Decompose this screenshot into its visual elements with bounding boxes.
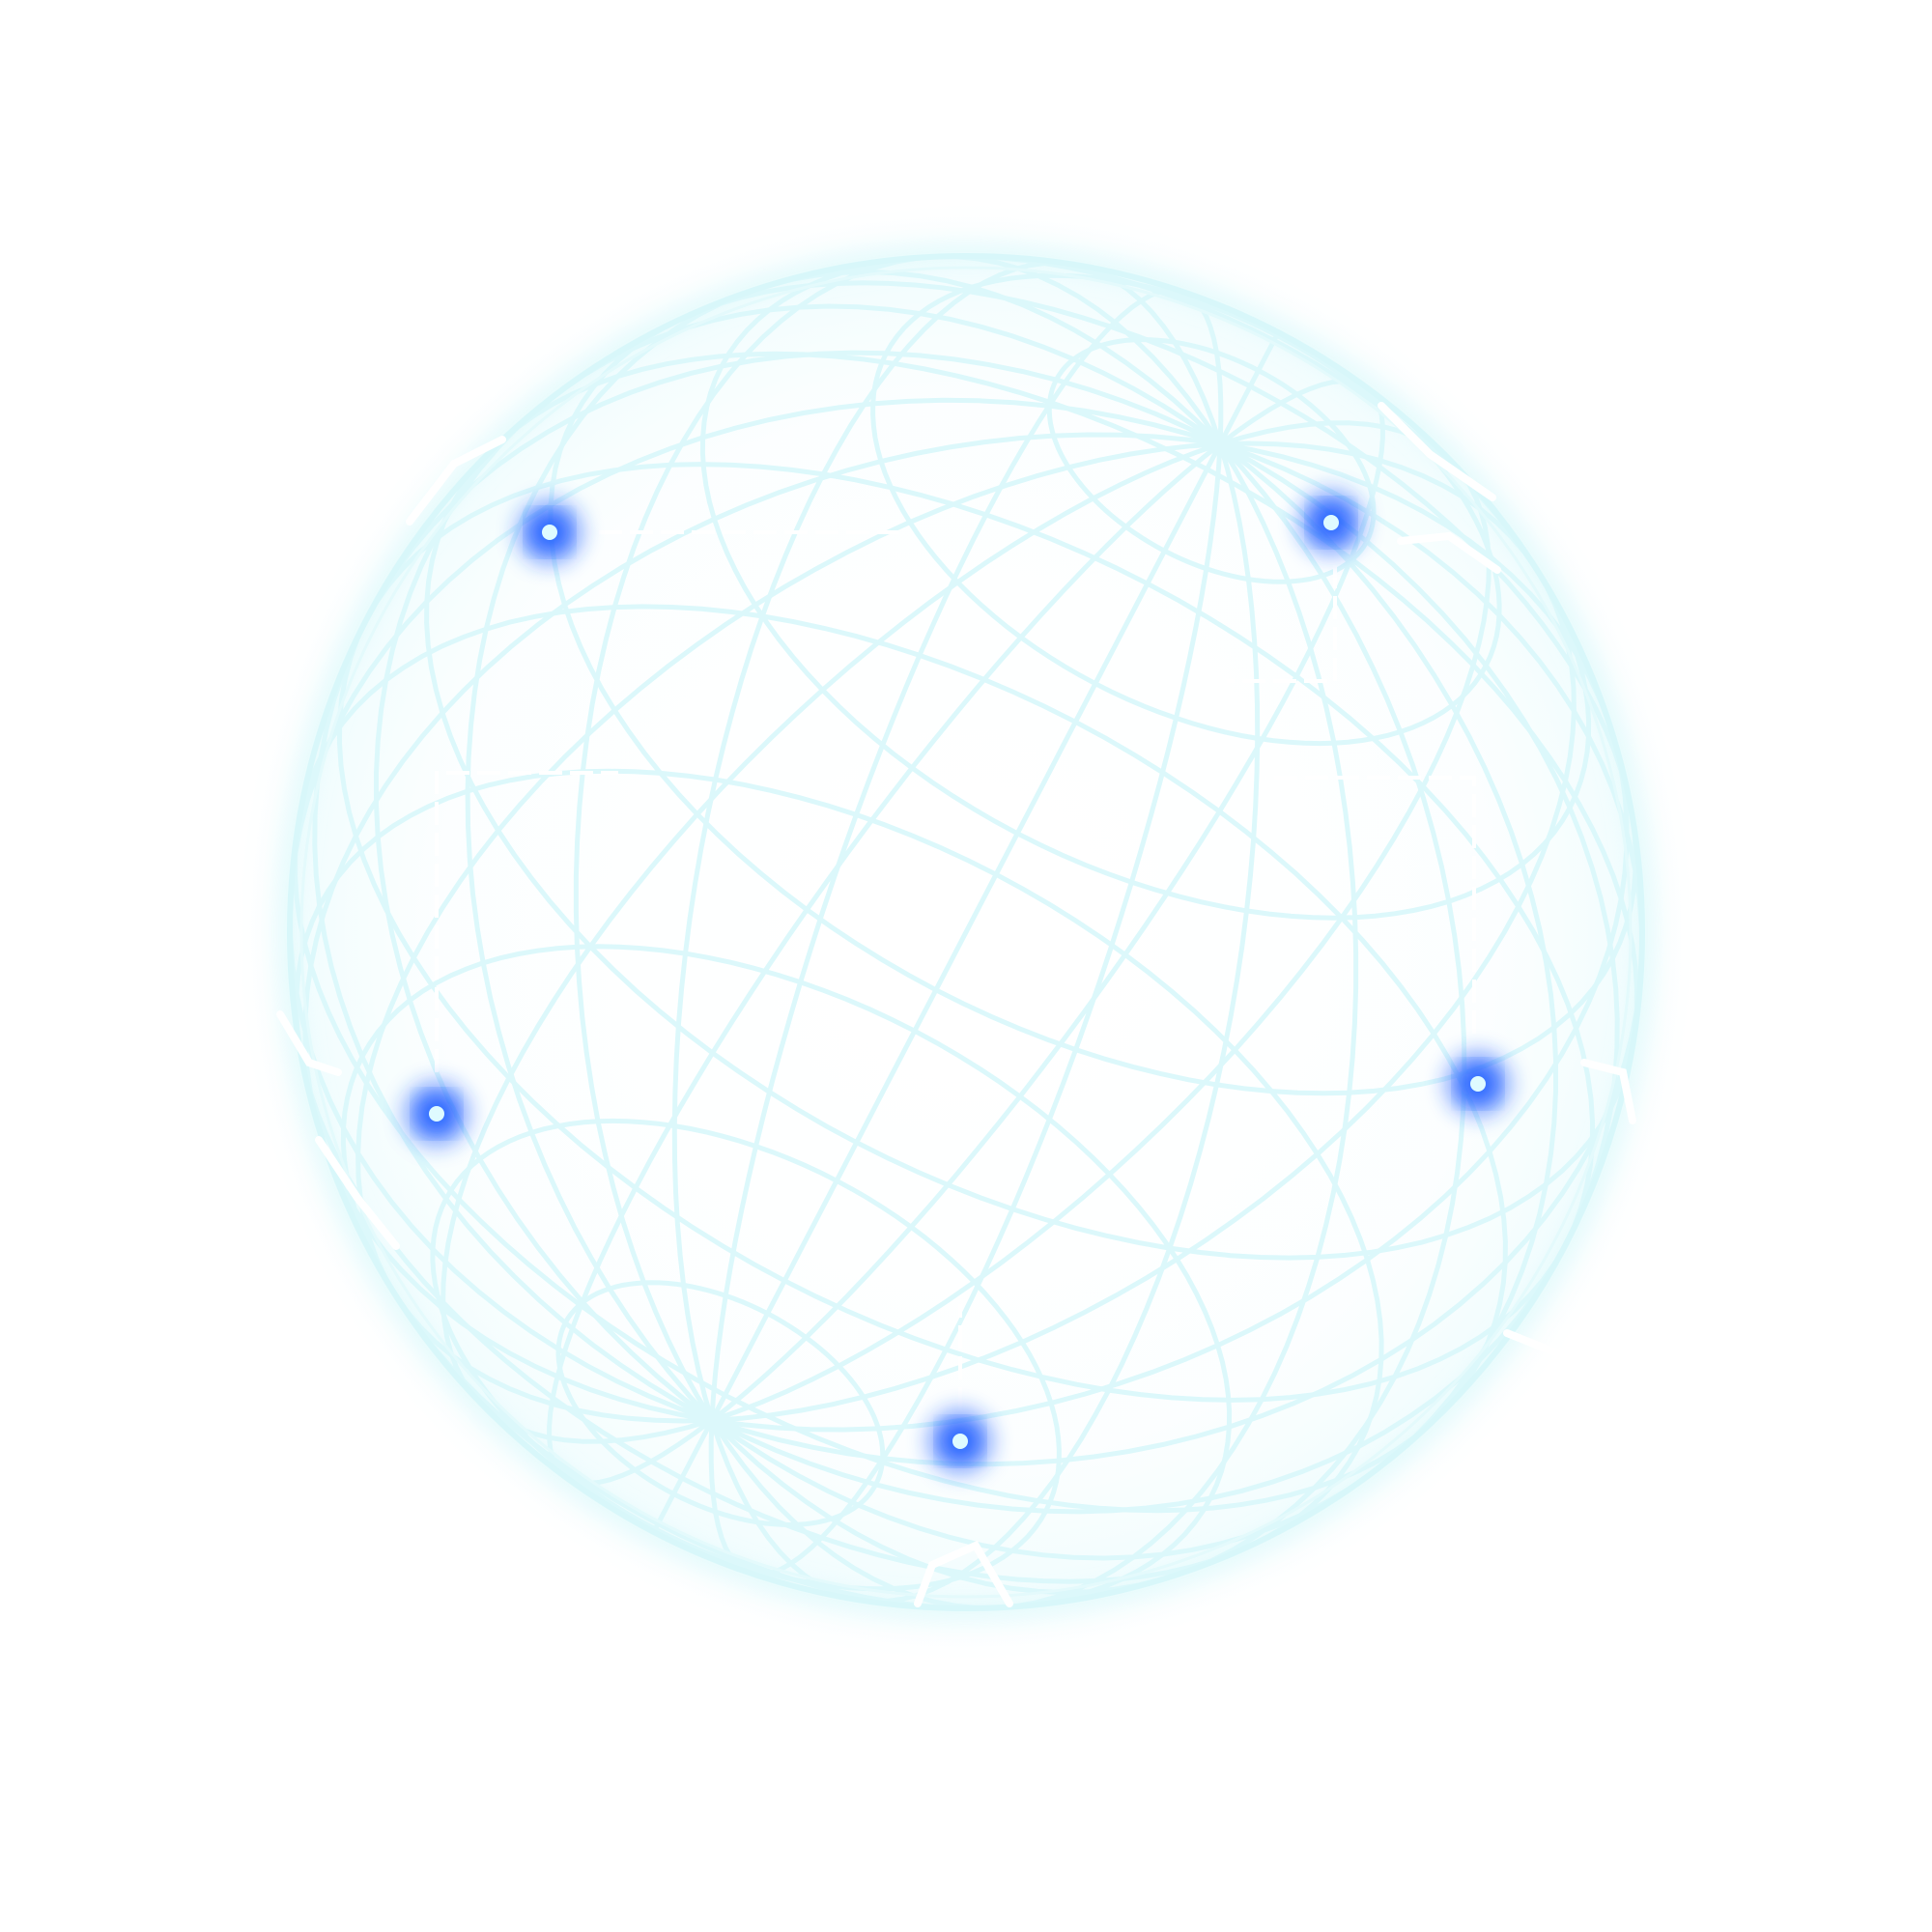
globe-parallel bbox=[294, 768, 1384, 1584]
node-core bbox=[429, 1106, 444, 1122]
globe-parallel bbox=[424, 351, 1640, 1261]
globe-outline-inner bbox=[299, 266, 1633, 1599]
glowing-nodes bbox=[404, 490, 1511, 1474]
node-connectors bbox=[435, 530, 1476, 1410]
node-core bbox=[1323, 515, 1339, 530]
node-connector bbox=[435, 771, 618, 1072]
glowing-node bbox=[517, 499, 582, 565]
globe-parallel bbox=[555, 1280, 886, 1528]
globe-parallel bbox=[1046, 336, 1377, 584]
glowing-node bbox=[1298, 490, 1364, 555]
glowing-node bbox=[927, 1408, 993, 1474]
node-core bbox=[952, 1434, 968, 1449]
glowing-node bbox=[404, 1081, 469, 1147]
node-core bbox=[1470, 1076, 1486, 1092]
rim-fragments bbox=[276, 402, 1636, 1607]
node-core bbox=[542, 525, 557, 540]
node-connector bbox=[1227, 565, 1337, 683]
glowing-node bbox=[1445, 1051, 1511, 1117]
node-connector bbox=[1265, 776, 1476, 1034]
globe-outline bbox=[287, 253, 1645, 1611]
